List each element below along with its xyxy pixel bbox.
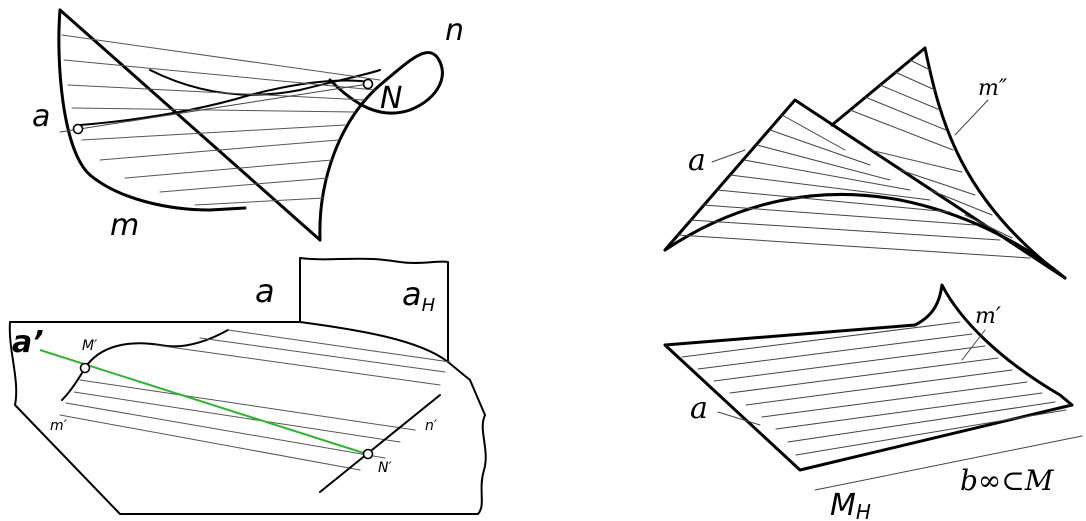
label-a-bottom: a [255, 272, 275, 310]
strip-outline [663, 283, 1074, 472]
label-MH: MH [830, 488, 871, 521]
label-n-prime: n′ [425, 418, 438, 434]
rulings-top-right-back [849, 59, 1013, 239]
top-right-surface-figure: a m″ [663, 46, 1067, 280]
label-m-prime-left: m′ [50, 418, 68, 434]
curve-m-prime-upper [84, 329, 229, 369]
axis-line-a [59, 83, 369, 133]
back-wing-edge [830, 46, 1067, 280]
label-a-top: a [32, 99, 50, 134]
lower-contour [79, 79, 371, 126]
curve-n-boundary [318, 51, 444, 242]
plane-aH-outline [299, 257, 449, 363]
leader-a-top-right [711, 149, 746, 163]
diagonal-edge [58, 8, 322, 242]
curve-m-prime-lower [61, 367, 86, 401]
rulings-top-right-front [677, 114, 1031, 259]
label-m-double-prime: m″ [978, 76, 1008, 101]
point-N [362, 78, 374, 90]
bottom-right-surface-figure: a m′ MH b∞⊂M [663, 283, 1083, 521]
label-m: m [110, 208, 139, 243]
label-m-prime-bottom-right: m′ [975, 304, 1001, 329]
label-b-infinity: b∞⊂M [960, 464, 1055, 497]
label-a-top-right: a [688, 143, 706, 178]
point-a-top [72, 123, 84, 135]
rulings-bottom-left [59, 329, 451, 471]
upper-contour [149, 69, 381, 96]
label-N: N [380, 81, 402, 116]
leader-a-bottom-right [717, 411, 761, 426]
outer-left-edge [663, 98, 1067, 280]
point-N-prime [362, 448, 374, 460]
rulings-top-left [61, 34, 381, 206]
trace-line-MH [814, 435, 1083, 491]
line-n-prime [319, 394, 441, 493]
label-N-prime: N′ [378, 460, 392, 476]
curve-m-boundary [57, 8, 247, 212]
label-a-bottom-right: a [690, 391, 708, 426]
rulings-bottom-right [681, 321, 1067, 456]
bottom-left-projection-figure: a aH a’ M′ m′ n′ N′ [8, 257, 487, 515]
green-line-MN [39, 349, 371, 456]
leader-m-prime-bottom-right [961, 329, 986, 361]
bottom-arc [663, 192, 1067, 280]
label-a-prime: a’ [12, 325, 44, 360]
point-M-prime [79, 362, 91, 374]
top-left-surface-figure: n N a m [32, 8, 464, 243]
base-plane-outline [8, 321, 487, 515]
label-aH: aH [402, 275, 436, 316]
label-n: n [445, 13, 464, 48]
leader-m-double-prime [954, 99, 989, 136]
label-M-prime: M′ [82, 338, 98, 354]
